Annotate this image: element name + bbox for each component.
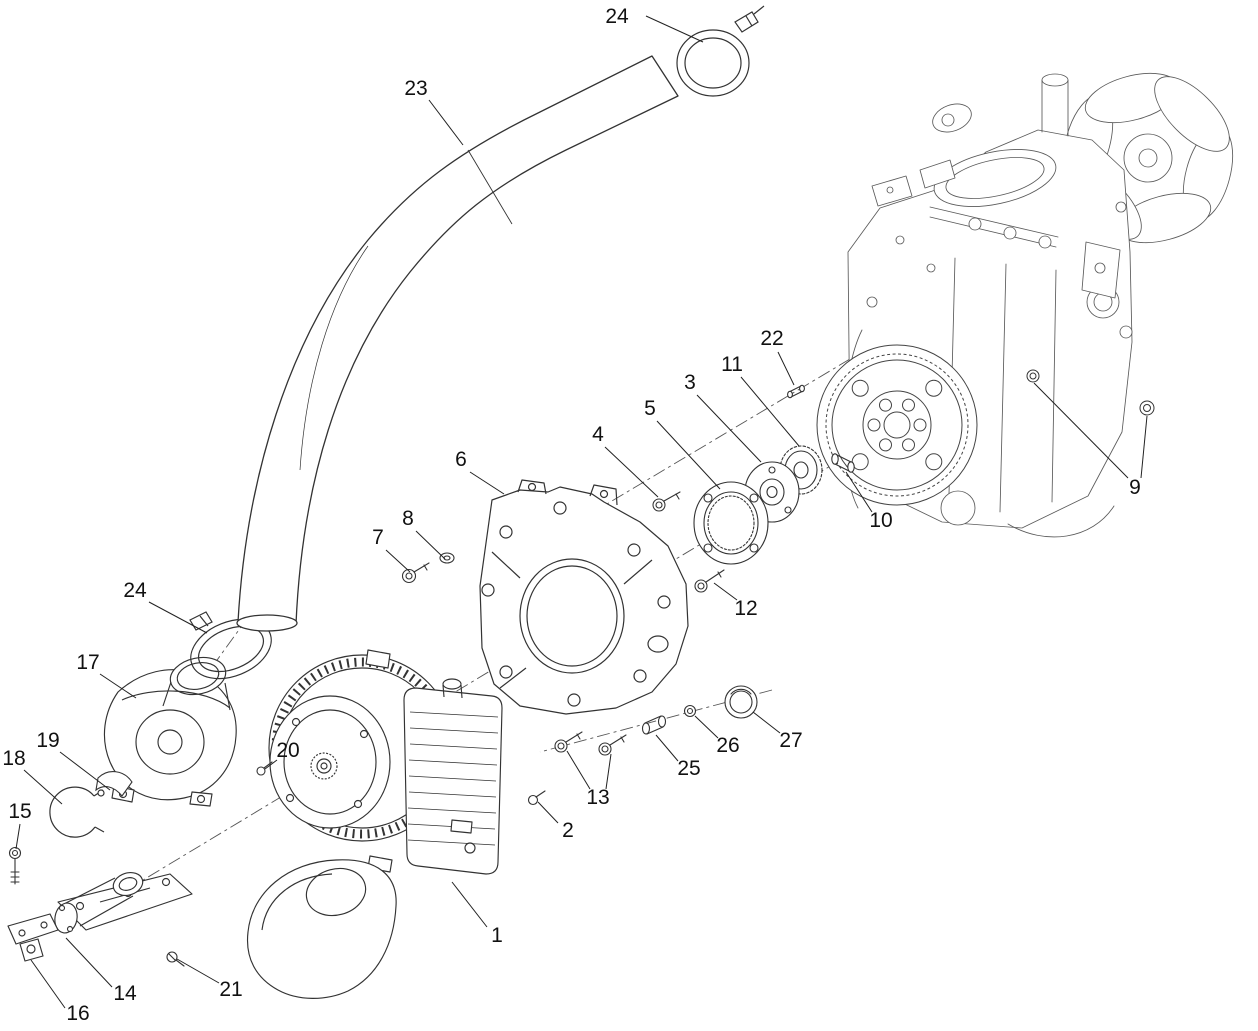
bolt-7 [401, 562, 430, 584]
hose-clamp-24-left [189, 611, 272, 680]
callout-leader-15 [15, 823, 21, 850]
callout-leader-24 [148, 601, 208, 634]
flywheel [816, 344, 978, 506]
callout-label-4: 4 [592, 423, 604, 446]
callout-label-26: 26 [716, 734, 739, 757]
bolt-15 [8, 846, 22, 885]
callout-label-8: 8 [402, 507, 414, 530]
hose-clamp-24-top [676, 5, 765, 97]
callout-leader-2 [537, 801, 559, 824]
callout-label-10: 10 [869, 509, 892, 532]
callout-label-13: 13 [586, 786, 609, 809]
callout-label-6: 6 [455, 448, 467, 471]
plug-27 [724, 685, 758, 719]
bracket-16 [7, 913, 59, 962]
callout-label-15: 15 [8, 800, 31, 823]
callout-leader-19 [59, 751, 111, 791]
callout-leader-22 [777, 351, 795, 386]
stub-shaft-10 [831, 453, 855, 473]
callout-label-24: 24 [605, 5, 629, 28]
callout-label-17: 17 [76, 651, 99, 674]
callout-leader-17 [99, 673, 137, 699]
callout-leader-13 [605, 753, 612, 790]
exhaust-pipe-23 [236, 55, 679, 632]
dowel-pin-22 [787, 384, 805, 399]
coupling-parts [652, 384, 855, 593]
deflector-19 [95, 771, 133, 797]
callout-leader-16 [30, 959, 66, 1009]
engine-bolt-9a [1026, 369, 1040, 383]
callout-label-19: 19 [36, 729, 59, 752]
callout-leader-3 [696, 394, 762, 463]
callout-leader-23 [428, 99, 464, 146]
callout-leader-6 [469, 471, 505, 495]
reservoir-tank [403, 687, 503, 875]
nut-26 [683, 704, 697, 718]
elbow-assembly-14 [54, 871, 193, 934]
callout-leader-10 [845, 471, 873, 513]
callout-label-7: 7 [372, 526, 384, 549]
inlet-port [169, 656, 227, 696]
callout-leader-20 [264, 759, 278, 770]
callout-leader-21 [176, 958, 220, 984]
bolt-13a [554, 731, 583, 753]
callout-leader-18 [23, 769, 63, 805]
bolt-4 [652, 491, 681, 512]
bolt-12 [694, 569, 725, 593]
callout-leader-4 [604, 446, 659, 498]
callout-label-25: 25 [677, 757, 700, 780]
bolt-13b [598, 734, 627, 756]
callout-label-11: 11 [721, 353, 743, 376]
pump-cover [246, 859, 397, 999]
oil-pan [1007, 505, 1115, 538]
callout-leader-5 [656, 420, 721, 490]
callout-leader-26 [694, 715, 719, 739]
callout-label-24: 24 [123, 579, 147, 602]
callout-leader-27 [752, 711, 781, 734]
callout-leader-12 [713, 582, 738, 601]
callout-label-12: 12 [734, 597, 757, 620]
valve-cover [933, 149, 1057, 207]
bolt-2 [527, 790, 546, 806]
screw-20 [256, 761, 273, 776]
callout-leader-9 [1140, 415, 1148, 479]
callout-label-20: 20 [276, 739, 299, 762]
callout-label-23: 23 [404, 77, 427, 100]
callout-label-18: 18 [2, 747, 25, 770]
callout-leader-1 [451, 881, 488, 928]
engine-nut-9b [1139, 400, 1155, 416]
callout-leader-8 [415, 530, 446, 560]
callout-label-3: 3 [684, 371, 696, 394]
small-hardware [401, 552, 758, 806]
pump-assembly-1 [268, 649, 503, 875]
callout-label-5: 5 [644, 397, 656, 420]
adapter-housing-6 [479, 479, 689, 715]
callout-leader-14 [65, 937, 113, 988]
callout-label-14: 14 [113, 982, 137, 1005]
callout-label-21: 21 [219, 978, 242, 1001]
callout-leader-11 [740, 376, 800, 447]
callout-leader-25 [655, 734, 679, 762]
callout-leader-24 [645, 15, 704, 43]
callout-leader-7 [385, 549, 411, 573]
callout-label-16: 16 [66, 1002, 89, 1025]
callout-leader-9 [1033, 382, 1129, 479]
washer-8 [439, 552, 455, 564]
callout-label-2: 2 [562, 819, 574, 842]
callout-label-9: 9 [1129, 476, 1141, 499]
exhaust-outlet [1041, 79, 1069, 137]
drive-plate-5 [693, 481, 769, 565]
spacer-25 [641, 715, 667, 735]
callout-label-1: 1 [491, 924, 503, 947]
callout-leader-13 [566, 750, 591, 790]
band-clamp-18 [49, 786, 105, 838]
screw-21 [166, 951, 185, 967]
blower-housing-17 [103, 656, 237, 807]
callout-label-27: 27 [779, 729, 802, 752]
callout-label-22: 22 [760, 327, 783, 350]
